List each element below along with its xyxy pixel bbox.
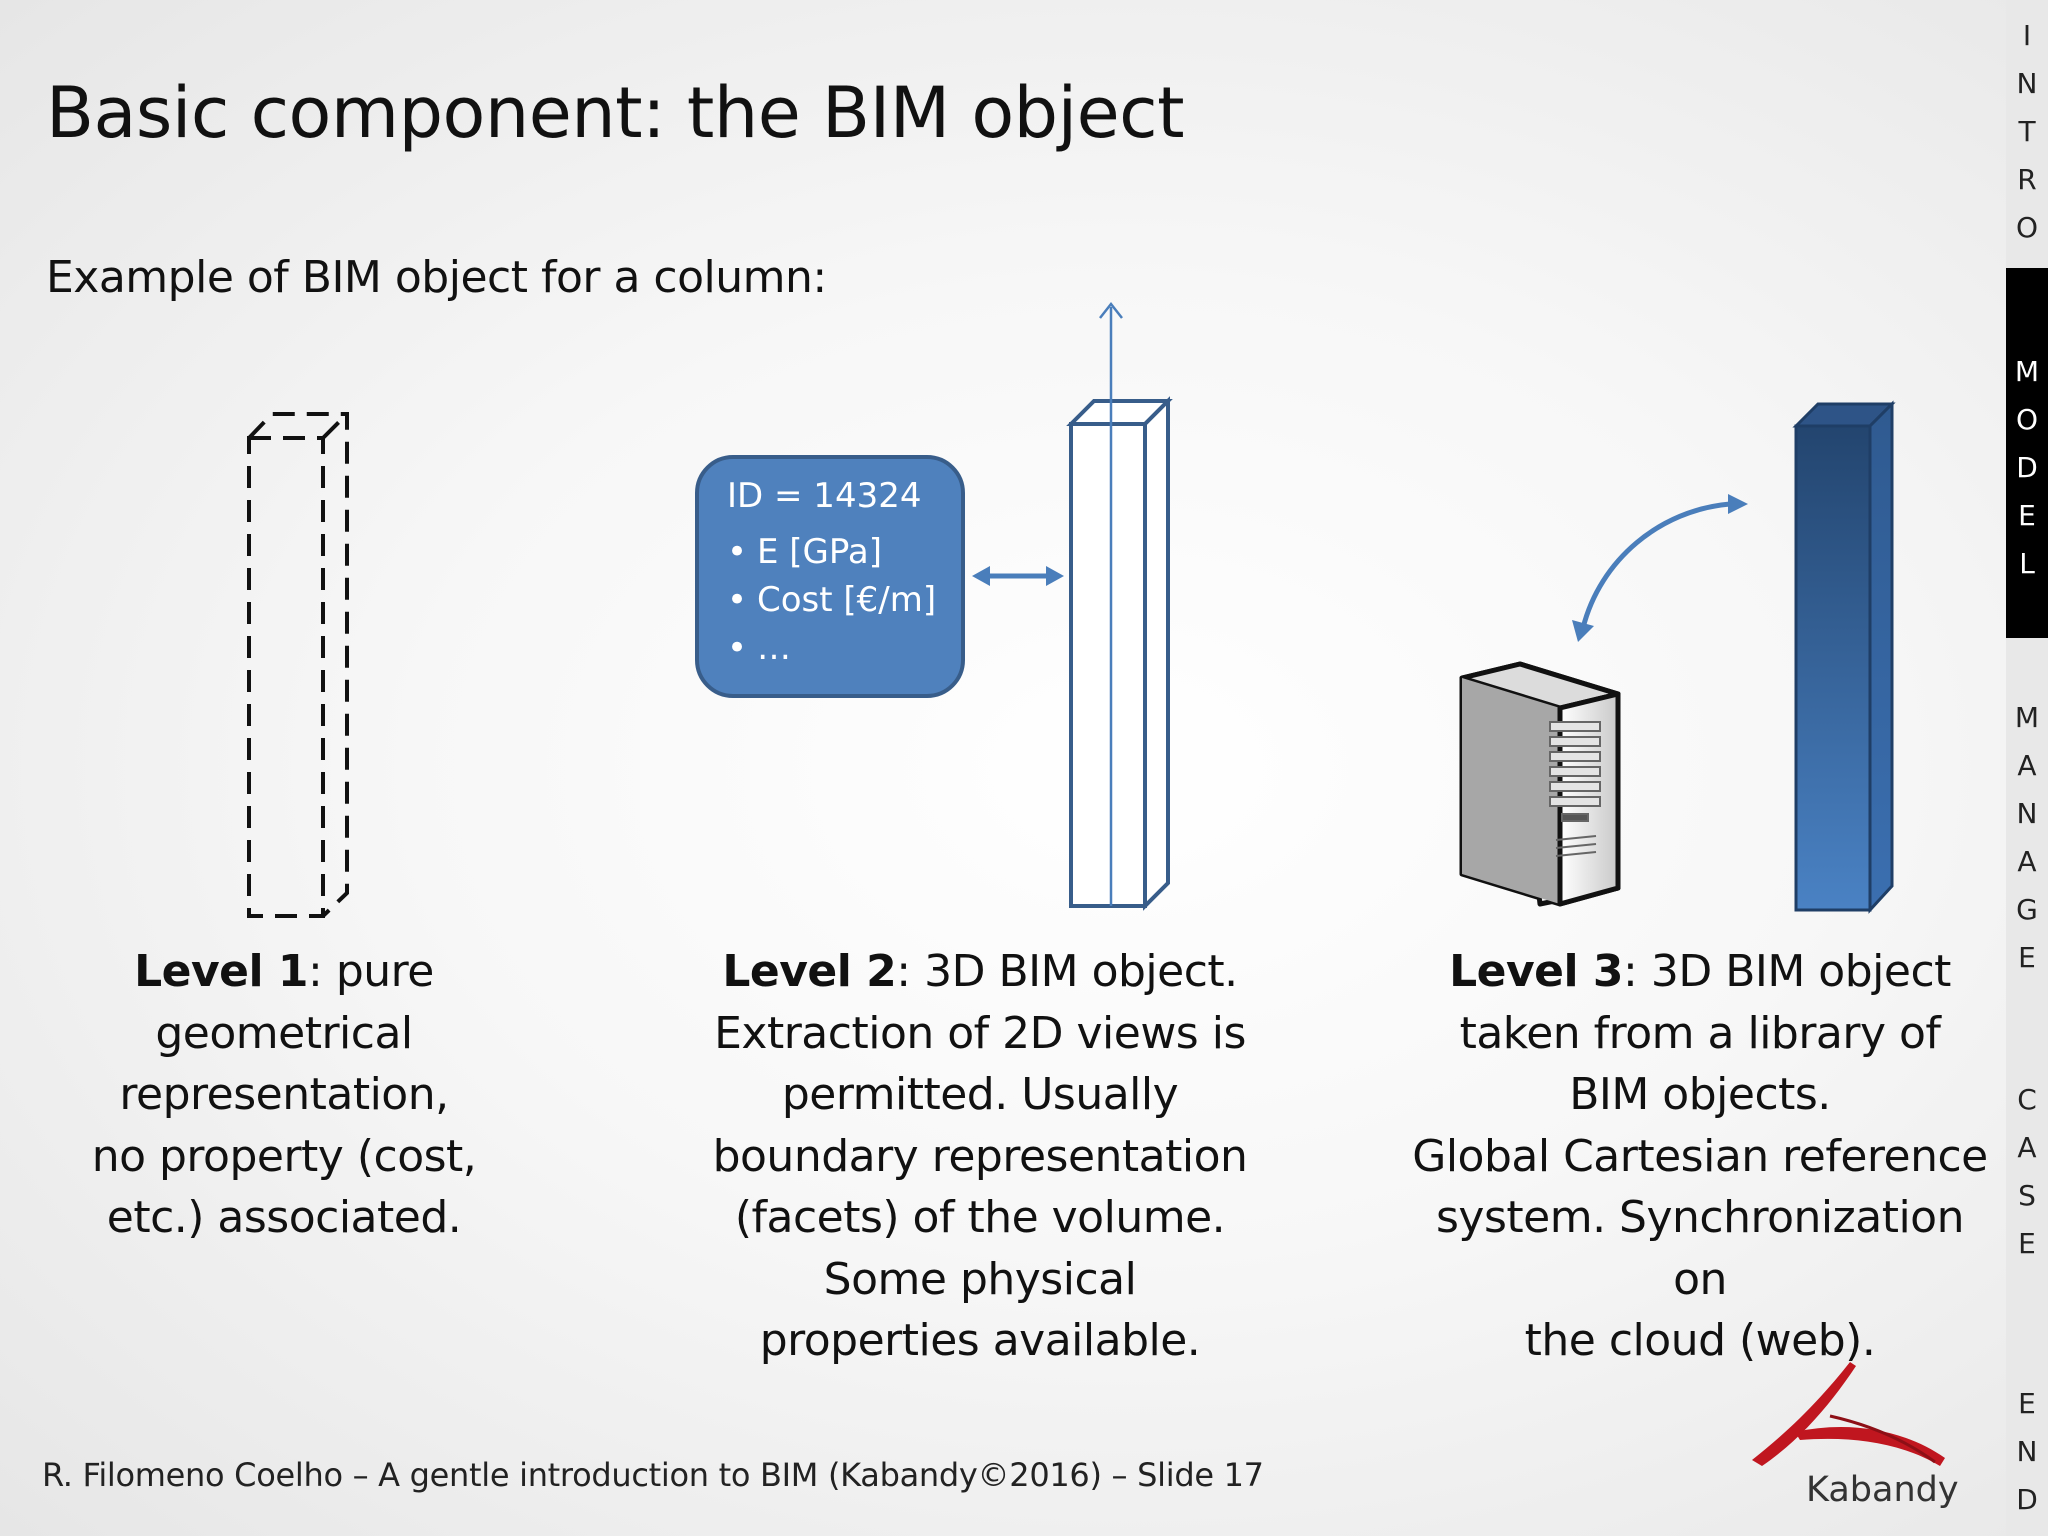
nav-letter: C (2017, 1083, 2037, 1116)
nav-letter: G (2016, 893, 2038, 926)
nav-letter: E (2018, 499, 2036, 532)
nav-letter: N (2016, 67, 2038, 100)
property-item: E [GPa] (727, 528, 961, 576)
caption-line: the cloud (web). (1524, 1315, 1876, 1366)
hollow-column-icon (1066, 396, 1173, 911)
caption-line: no property (cost, (91, 1130, 477, 1182)
nav-letter: N (2016, 797, 2038, 830)
nav-letter: O (2015, 403, 2039, 436)
caption-line: : pure (308, 946, 434, 997)
nav-letter: M (2014, 355, 2040, 388)
caption-line: geometrical (155, 1007, 413, 1059)
nav-letter: A (2017, 749, 2037, 782)
property-item: Cost [€/m] (727, 576, 961, 624)
caption-line: (facets) of the volume. (734, 1192, 1226, 1243)
level-2-caption: Level 2: 3D BIM object. Extraction of 2D… (700, 941, 1260, 1372)
dashed-column-icon (247, 412, 349, 918)
caption-line: Global Cartesian reference (1412, 1130, 1988, 1182)
caption-line: representation, (119, 1069, 449, 1120)
caption-line: system. Synchronization on (1436, 1192, 1964, 1305)
nav-letter: O (2015, 211, 2039, 244)
caption-line: boundary representation (712, 1130, 1248, 1182)
caption-line: properties available. (759, 1315, 1201, 1366)
level-1-caption: Level 1: pure geometrical representation… (74, 941, 494, 1249)
caption-line: etc.) associated. (106, 1192, 462, 1243)
logo-text: Kabandy (1806, 1470, 1959, 1510)
nav-letter: A (2017, 845, 2037, 878)
nav-letter: N (2016, 1435, 2038, 1468)
caption-line: : 3D BIM object (1623, 946, 1951, 997)
caption-line: BIM objects. (1569, 1069, 1831, 1120)
nav-letter: A (2017, 1131, 2037, 1164)
slide-footer: R. Filomeno Coelho – A gentle introducti… (42, 1456, 1264, 1494)
property-id: ID = 14324 (727, 476, 922, 516)
property-item: … (727, 624, 961, 672)
level-3-caption: Level 3: 3D BIM object taken from a libr… (1405, 941, 1995, 1372)
caption-line: : 3D BIM object. (896, 946, 1238, 997)
slide-title: Basic component: the BIM object (46, 72, 1185, 154)
level-label: Level 1 (134, 946, 309, 997)
caption-line: Some physical (823, 1253, 1137, 1305)
nav-letter: L (2019, 547, 2035, 580)
double-arrow-icon (972, 566, 1064, 586)
caption-line: Extraction of 2D views is (714, 1007, 1246, 1059)
nav-letter: M (2014, 701, 2040, 734)
nav-letter: E (2018, 1227, 2036, 1260)
caption-line: taken from a library of (1459, 1007, 1941, 1059)
property-list: E [GPa] Cost [€/m] … (727, 528, 961, 672)
nav-letter: R (2017, 163, 2037, 196)
slide-subtitle: Example of BIM object for a column: (46, 252, 827, 303)
nav-letter: D (2016, 451, 2038, 484)
nav-letter: E (2018, 1387, 2036, 1420)
sync-curved-arrow-icon (1572, 494, 1748, 642)
nav-letter: S (2018, 1179, 2036, 1212)
nav-letter: E (2018, 941, 2036, 974)
property-box: ID = 14324 E [GPa] Cost [€/m] … (695, 455, 965, 698)
level-label: Level 3 (1449, 946, 1624, 997)
level-label: Level 2 (722, 946, 897, 997)
kabandy-logo-icon (1752, 1362, 1945, 1466)
nav-letter: I (2022, 19, 2032, 52)
caption-line: permitted. Usually (781, 1069, 1179, 1120)
solid-column-icon (1792, 400, 1896, 914)
nav-letter: D (2016, 1483, 2038, 1516)
server-drive-bays (1549, 721, 1601, 857)
nav-letter: T (2018, 115, 2036, 148)
